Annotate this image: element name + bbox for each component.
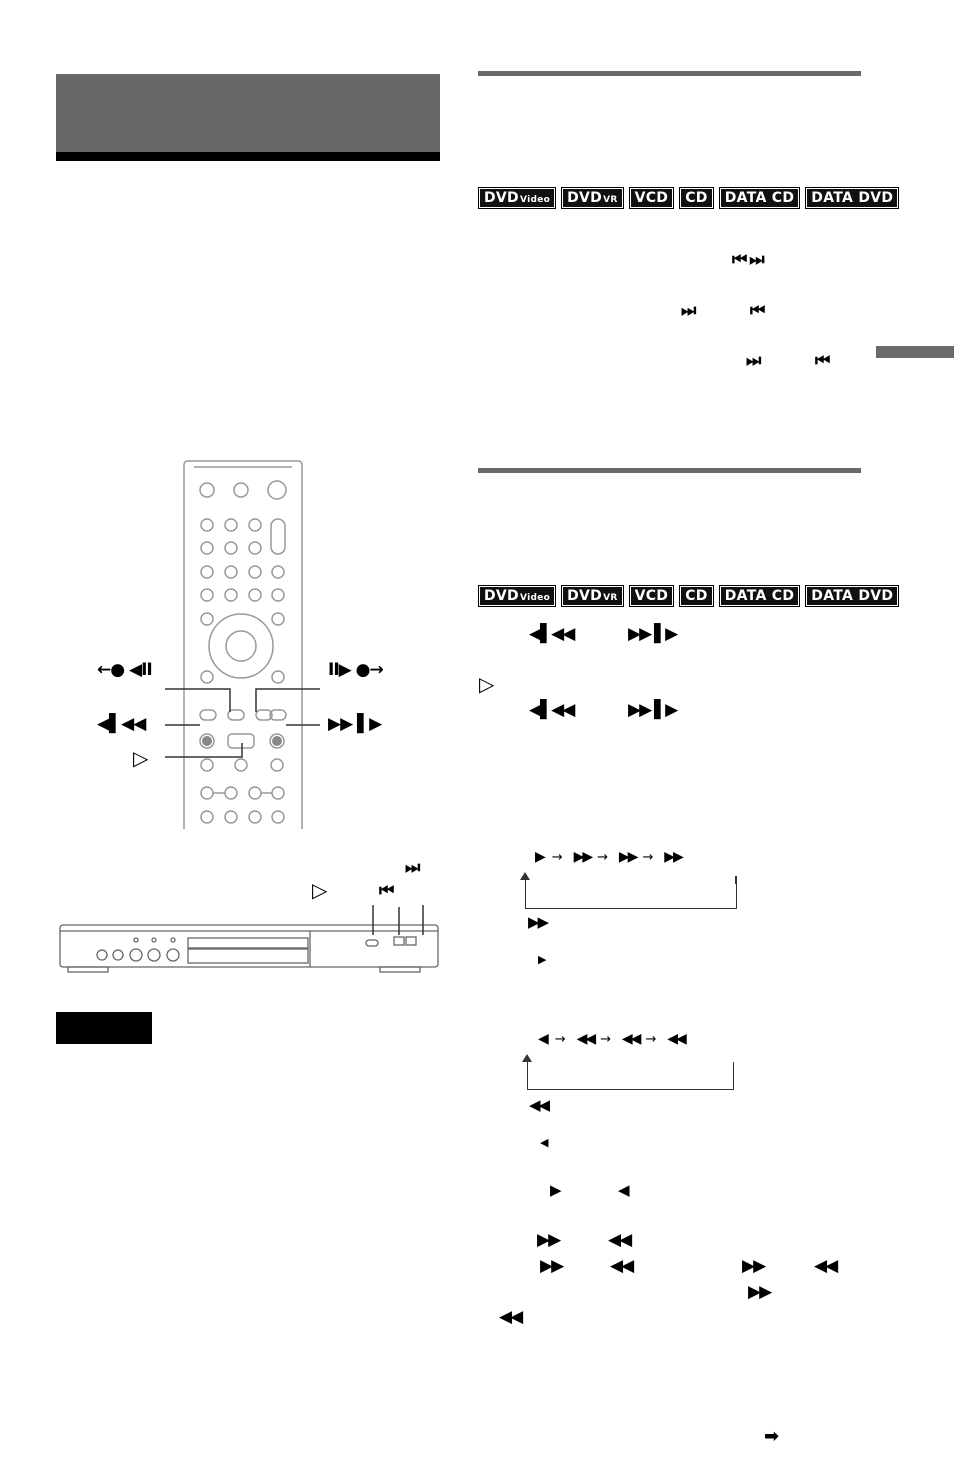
forward-cycle-loop <box>525 880 737 909</box>
chapter-side-tab <box>876 346 954 358</box>
rew-icon: ◀◀ <box>608 1230 632 1250</box>
prev-icon: ⏮ <box>815 351 830 371</box>
remote-label-slow-rew: ◀▌◀◀ <box>97 714 146 734</box>
rew-icon: ◀◀ <box>610 1256 634 1276</box>
badge-dvd-video: DVDVideo <box>478 585 557 607</box>
disc-badges-2: DVDVideo DVDVR VCD CD DATA CD DATA DVD <box>478 585 900 607</box>
slow-rew-icon: ◀▌◀◀ <box>529 700 575 720</box>
badge-data-dvd: DATA DVD <box>805 585 900 607</box>
section-rule-2 <box>478 468 861 473</box>
rew-icon: ◀◀ <box>814 1256 838 1276</box>
rew-icon: ◀◀ <box>529 1096 550 1114</box>
remote-control-illustration <box>165 460 320 829</box>
forward-scan-cycle: ▶→ ▶▶→ ▶▶→ ▶▶ <box>535 849 684 865</box>
reverse-scan-cycle: ◀→ ◀◀→ ◀◀→ ◀◀ <box>538 1031 687 1047</box>
reverse-cycle-loop <box>527 1062 734 1090</box>
ff-icon: ▶▶ <box>528 913 549 931</box>
reverse-cycle-arrowhead <box>522 1054 532 1062</box>
badge-cd: CD <box>679 585 714 607</box>
ff-icon: ▶▶ <box>742 1256 766 1276</box>
badge-dvd-video: DVDVideo <box>478 187 557 209</box>
panel-label-next: ⏭ <box>405 858 420 878</box>
badge-dvd-vr: DVDVR <box>561 187 624 209</box>
ff-icon: ▶▶ <box>748 1282 772 1302</box>
ff-icon: ▶▶ <box>540 1256 564 1276</box>
remote-label-ff-slow: ▶▶ ▌▶ <box>328 714 382 734</box>
play-icon: ▶ <box>550 1181 561 1199</box>
remote-label-play: ▷ <box>133 746 148 770</box>
next-icon: ⏭ <box>681 301 696 321</box>
dvd-player-front-panel <box>59 905 439 973</box>
slow-rew-icon: ◀▌◀◀ <box>529 624 575 644</box>
badge-vcd: VCD <box>628 585 675 607</box>
badge-vcd: VCD <box>628 187 675 209</box>
ff-icon: ▶▶ <box>537 1230 561 1250</box>
badge-data-cd: DATA CD <box>718 187 801 209</box>
note-label-box <box>56 1012 152 1044</box>
badge-data-dvd: DATA DVD <box>805 187 900 209</box>
panel-label-play: ▷ <box>312 878 327 902</box>
badge-dvd-vr: DVDVR <box>561 585 624 607</box>
section-header-underline <box>56 152 440 161</box>
forward-cycle-arrowhead <box>520 872 530 880</box>
badge-cd: CD <box>679 187 714 209</box>
remote-label-replay: ←● ◀II <box>97 660 153 680</box>
disc-badges-1: DVDVideo DVDVR VCD CD DATA CD DATA DVD <box>478 187 900 209</box>
play-reverse-icon: ◀ <box>618 1181 629 1199</box>
ff-slow-icon: ▶▶ ▌▶ <box>628 624 678 644</box>
play-icon: ▶ <box>538 953 547 966</box>
ff-slow-icon: ▶▶ ▌▶ <box>628 700 678 720</box>
remote-label-advance: II▶ ●→ <box>328 660 384 680</box>
rew-icon: ◀◀ <box>499 1307 523 1327</box>
prev-icon: ⏮ <box>750 301 765 321</box>
prev-next-icon: ⏮ ⏭ <box>732 250 765 270</box>
panel-label-prev: ⏮ <box>379 881 394 901</box>
section-rule-1 <box>478 71 861 76</box>
section-header-box <box>56 74 440 152</box>
continued-arrow-icon: ➡ <box>764 1426 779 1447</box>
next-icon: ⏭ <box>746 351 761 371</box>
badge-data-cd: DATA CD <box>718 585 801 607</box>
play-reverse-icon: ◀ <box>540 1136 549 1149</box>
forward-cycle-riser <box>735 876 737 884</box>
hint-icon: ▷ <box>479 672 494 696</box>
